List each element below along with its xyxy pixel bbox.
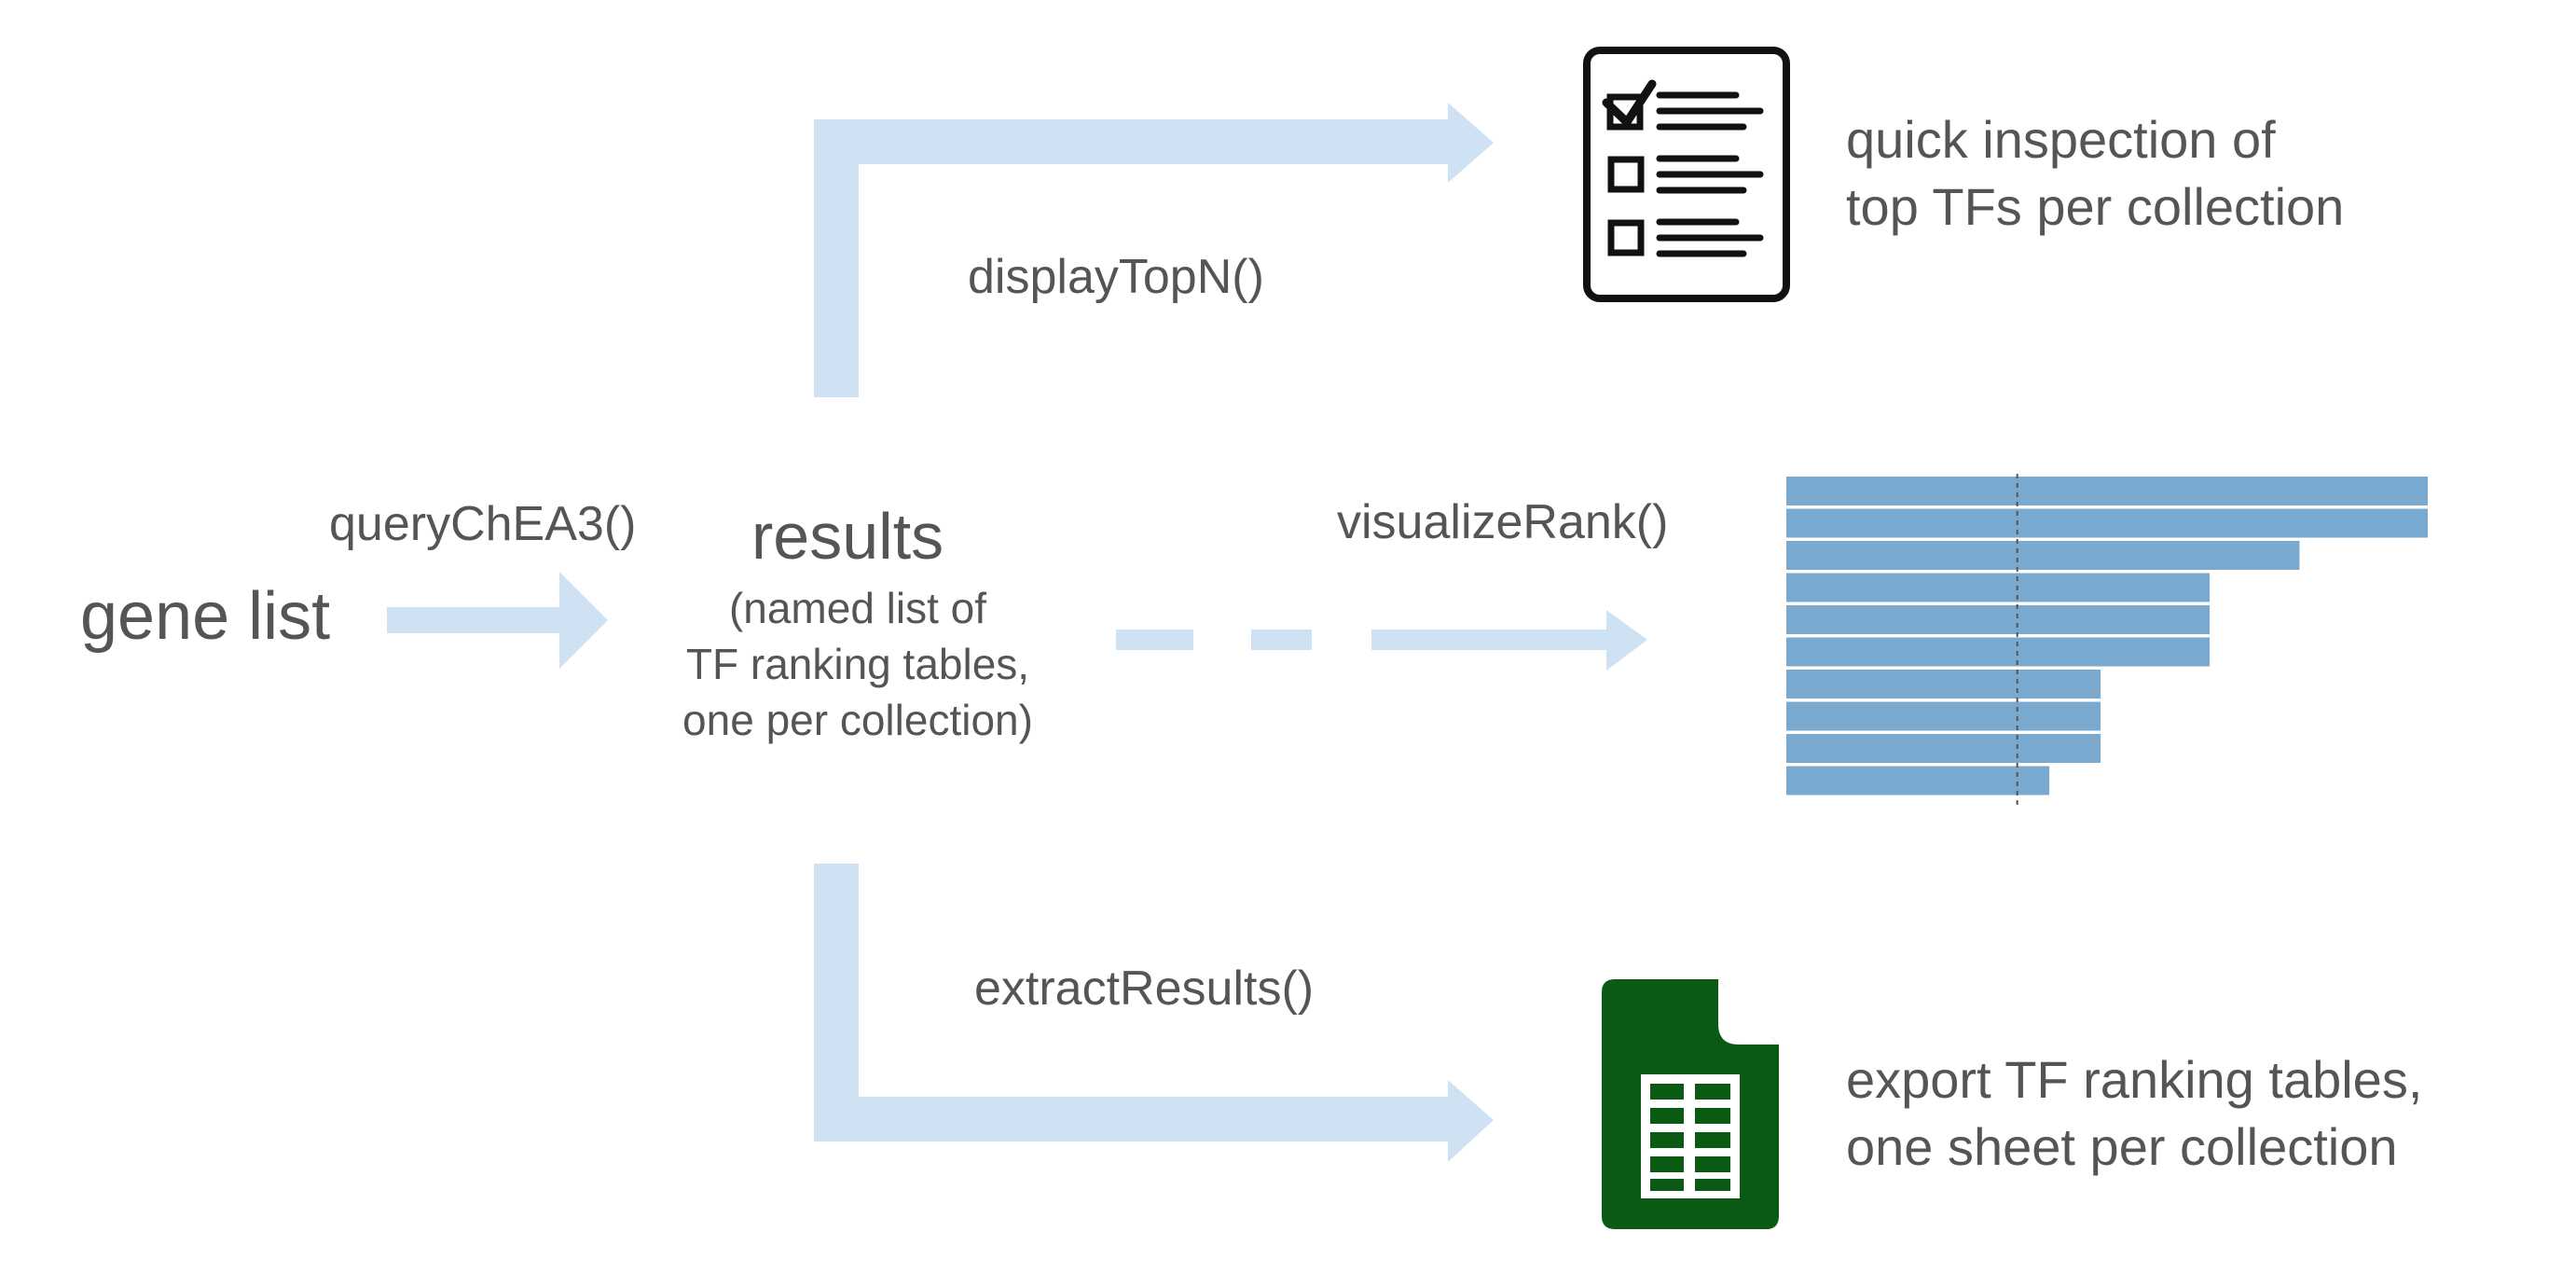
results-description-line: (named list of [728, 584, 987, 632]
checklist-icon [1583, 47, 1790, 302]
rank-bar [1786, 766, 2050, 796]
visualize-rank-label: visualizeRank() [1337, 495, 1669, 549]
results-description-line: TF ranking tables, [685, 640, 1030, 688]
rank-bar [1786, 541, 2300, 570]
results-title: results [751, 500, 944, 573]
query-arrow [387, 572, 608, 669]
rank-bar [1786, 670, 2101, 699]
bar-chart-icon [1786, 474, 2428, 806]
top-output-line: quick inspection of [1846, 110, 2276, 169]
spreadsheet-icon [1602, 979, 1779, 1229]
bottom-branch-arrow [814, 864, 1494, 1162]
top-output-line: top TFs per collection [1846, 177, 2345, 236]
results-description: (named list of TF ranking tables, one pe… [643, 580, 1072, 748]
rank-bar [1786, 734, 2101, 763]
rank-bar [1786, 477, 2428, 505]
query-function-label: queryChEA3() [329, 497, 637, 551]
display-topn-label: displayTopN() [968, 250, 1264, 304]
rank-bar [1786, 605, 2211, 634]
bottom-output-description: export TF ranking tables, one sheet per … [1846, 1046, 2422, 1181]
bottom-output-line: one sheet per collection [1846, 1117, 2398, 1176]
top-branch-arrow [814, 103, 1494, 397]
middle-branch-arrow [1116, 610, 1647, 671]
rank-bar [1786, 701, 2101, 731]
rank-bar [1786, 637, 2211, 667]
gene-list-label: gene list [80, 579, 331, 654]
extract-results-label: extractResults() [974, 962, 1315, 1016]
rank-bar [1786, 573, 2211, 602]
rank-bar [1786, 508, 2428, 538]
top-output-description: quick inspection of top TFs per collecti… [1846, 106, 2344, 241]
results-description-line: one per collection) [682, 696, 1033, 744]
bottom-output-line: export TF ranking tables, [1846, 1050, 2423, 1109]
